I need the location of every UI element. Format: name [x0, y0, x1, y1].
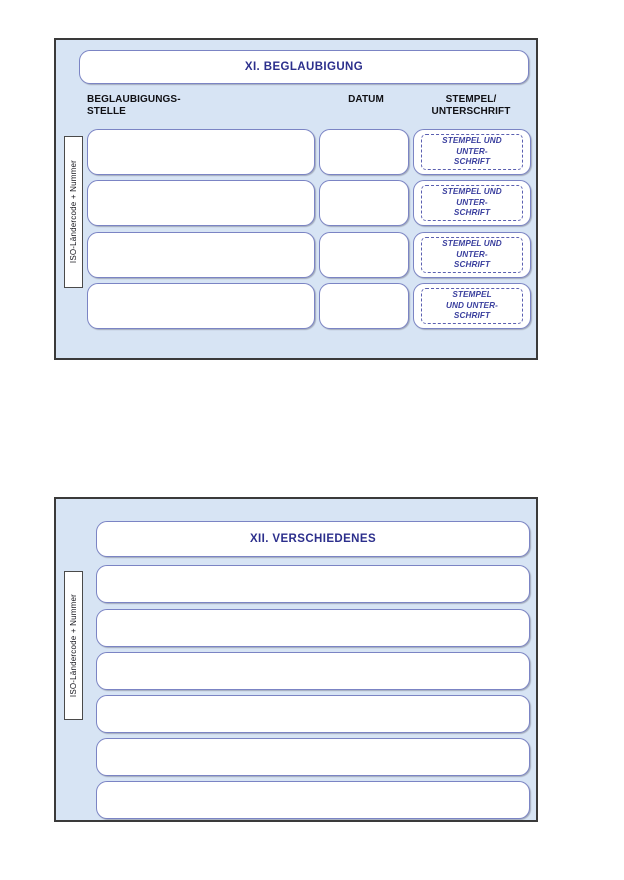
stamp-placeholder-2: STEMPEL UND UNTER- SCHRIFT: [421, 185, 523, 221]
column-header-line2: STELLE: [87, 106, 126, 117]
field-verschiedenes-4[interactable]: [96, 695, 530, 733]
field-datum-2[interactable]: [319, 180, 409, 226]
panel-beglaubigung: ISO-Ländercode + Nummer XI. BEGLAUBIGUNG…: [54, 38, 538, 360]
side-tab-label: ISO-Ländercode + Nummer: [69, 593, 78, 698]
stamp-placeholder-3: STEMPEL UND UNTER- SCHRIFT: [421, 237, 523, 273]
column-header-beglaubigungsstelle: BEGLAUBIGUNGS- STELLE: [87, 94, 307, 118]
field-datum-4[interactable]: [319, 283, 409, 329]
field-stempel-unterschrift-1[interactable]: STEMPEL UND UNTER- SCHRIFT: [413, 129, 531, 175]
stamp-line-1: STEMPEL UND: [442, 136, 502, 146]
field-stempel-unterschrift-2[interactable]: STEMPEL UND UNTER- SCHRIFT: [413, 180, 531, 226]
panel-verschiedenes: ISO-Ländercode + Nummer XII. VERSCHIEDEN…: [54, 497, 538, 822]
field-verschiedenes-2[interactable]: [96, 609, 530, 647]
column-header-datum: DATUM: [348, 94, 384, 105]
column-header-line2: UNTERSCHRIFT: [431, 106, 511, 117]
field-beglaubigungsstelle-3[interactable]: [87, 232, 315, 278]
stamp-line-3: SCHRIFT: [453, 208, 491, 218]
panel-title-box-verschiedenes: XII. VERSCHIEDENES: [96, 521, 530, 557]
field-verschiedenes-3[interactable]: [96, 652, 530, 690]
stamp-line-3: SCHRIFT: [453, 260, 491, 270]
stamp-line-1: STEMPEL UND: [442, 187, 502, 197]
field-beglaubigungsstelle-2[interactable]: [87, 180, 315, 226]
field-datum-3[interactable]: [319, 232, 409, 278]
column-header-line1: STEMPEL/: [445, 94, 497, 105]
field-stempel-unterschrift-3[interactable]: STEMPEL UND UNTER- SCHRIFT: [413, 232, 531, 278]
stamp-placeholder-1: STEMPEL UND UNTER- SCHRIFT: [421, 134, 523, 170]
stamp-line-2: UNTER-: [456, 197, 488, 207]
stamp-line-3: SCHRIFT: [453, 157, 491, 167]
side-tab-iso-code-2: ISO-Ländercode + Nummer: [64, 571, 83, 720]
field-verschiedenes-1[interactable]: [96, 565, 530, 603]
field-verschiedenes-5[interactable]: [96, 738, 530, 776]
side-tab-label: ISO-Ländercode + Nummer: [69, 160, 78, 264]
column-header-stempel-unterschrift: STEMPEL/ UNTERSCHRIFT: [411, 94, 531, 118]
stamp-line-1: STEMPEL: [452, 290, 492, 300]
side-tab-iso-code-1: ISO-Ländercode + Nummer: [64, 136, 83, 288]
stamp-line-2: UNTER-: [456, 146, 488, 156]
field-datum-1[interactable]: [319, 129, 409, 175]
field-verschiedenes-6[interactable]: [96, 781, 530, 819]
panel-title-box-beglaubigung: XI. BEGLAUBIGUNG: [79, 50, 529, 84]
stamp-line-1: STEMPEL UND: [442, 239, 502, 249]
field-beglaubigungsstelle-1[interactable]: [87, 129, 315, 175]
column-header-line1: BEGLAUBIGUNGS-: [87, 94, 181, 105]
field-stempel-unterschrift-4[interactable]: STEMPEL UND UNTER- SCHRIFT: [413, 283, 531, 329]
stamp-placeholder-4: STEMPEL UND UNTER- SCHRIFT: [421, 288, 523, 324]
page-title-verschiedenes: XII. VERSCHIEDENES: [249, 533, 377, 545]
stamp-line-2: UNTER-: [456, 249, 488, 259]
field-beglaubigungsstelle-4[interactable]: [87, 283, 315, 329]
stamp-line-3: SCHRIFT: [453, 311, 491, 321]
stamp-line-2: UND UNTER-: [446, 300, 498, 310]
page-title-beglaubigung: XI. BEGLAUBIGUNG: [244, 61, 364, 73]
